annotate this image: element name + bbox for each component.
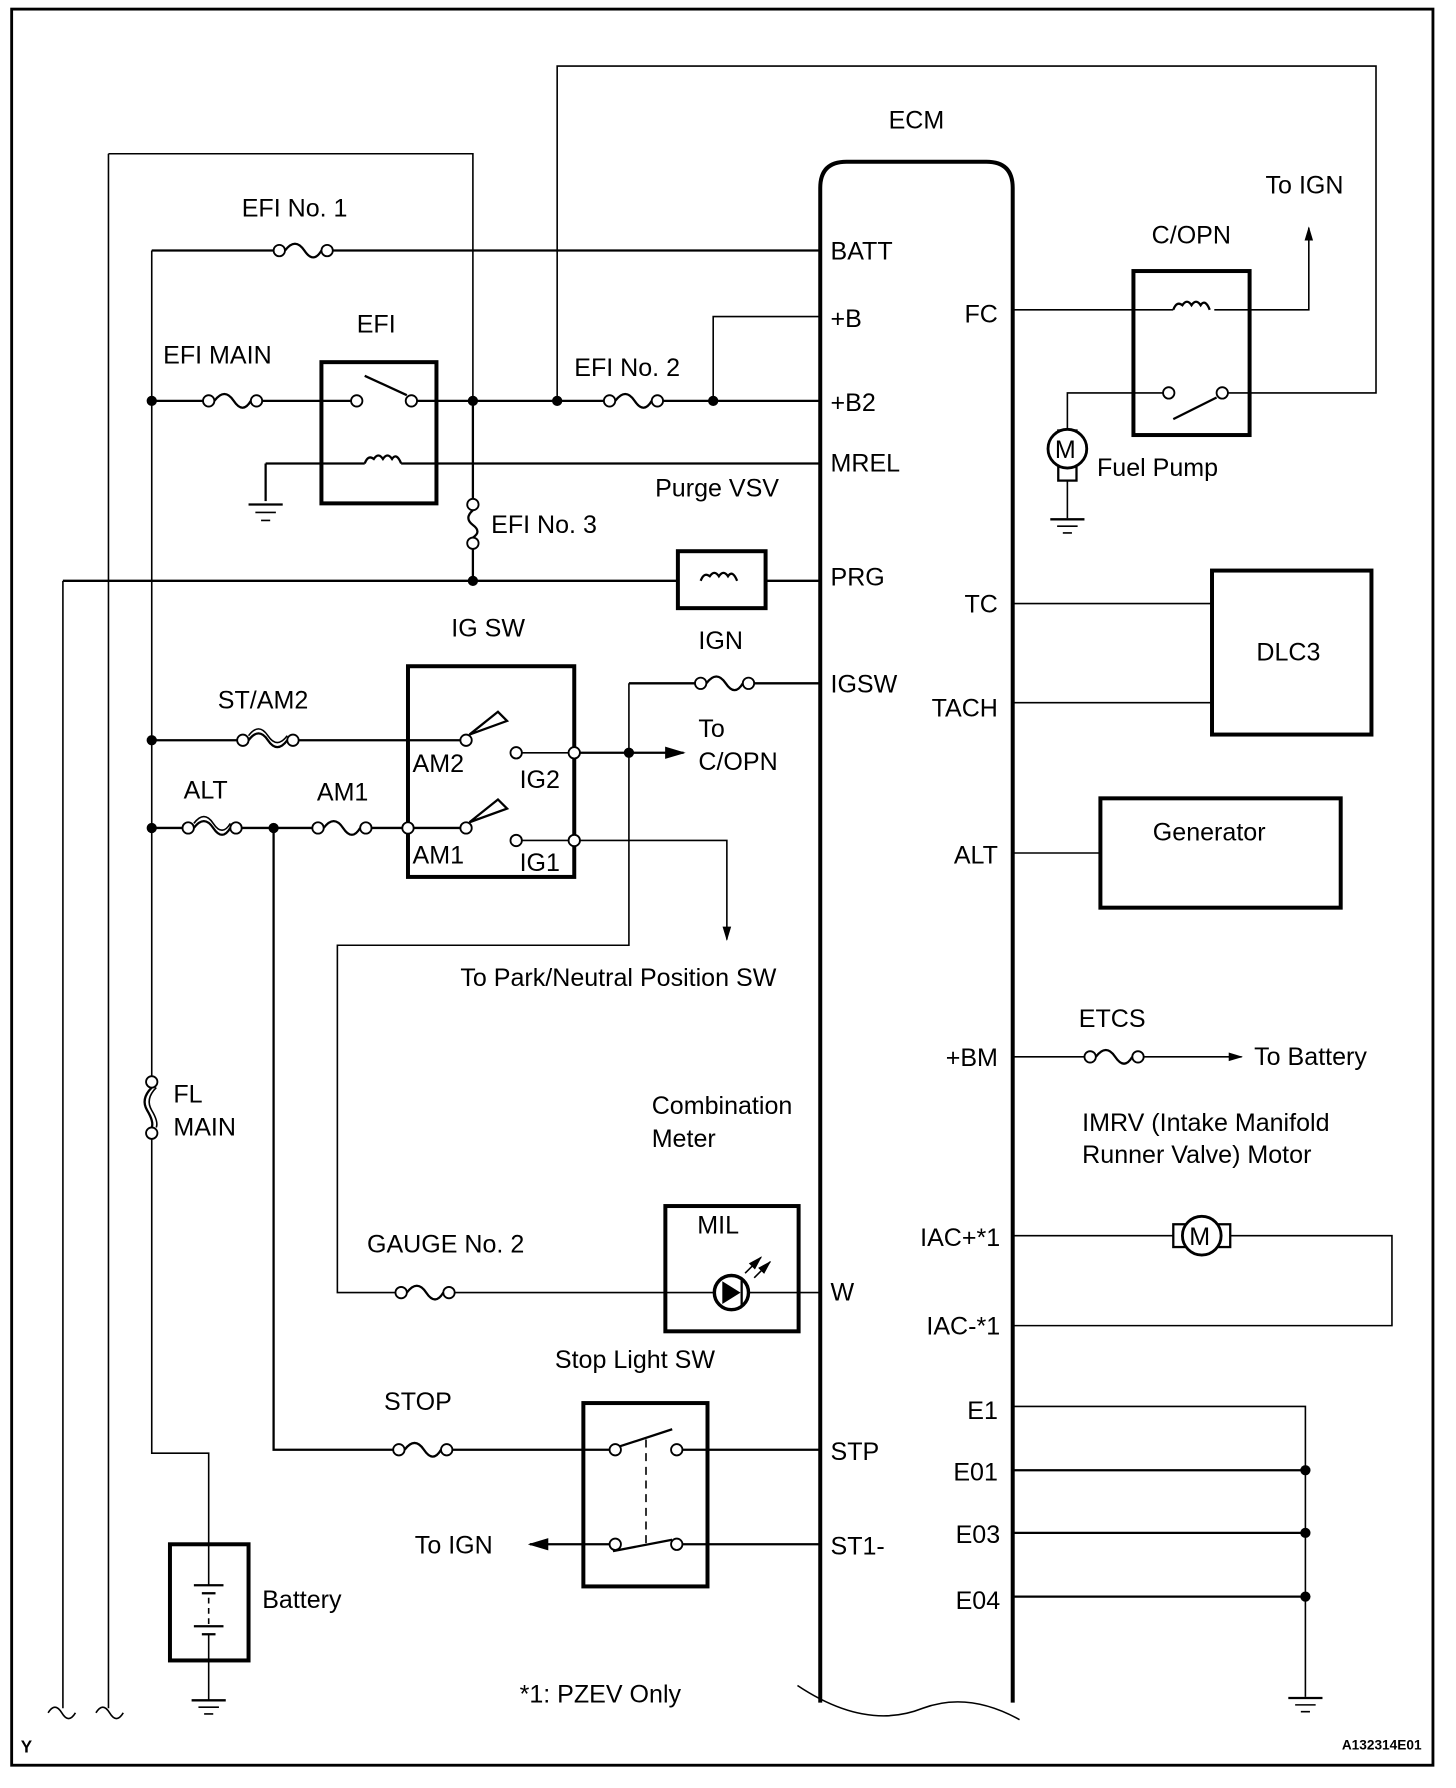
ig-switch-label: IG SW <box>451 615 525 643</box>
battery: Battery <box>167 1542 342 1715</box>
pin-mrel: MREL <box>830 449 900 477</box>
fuse-fl-main-label-2: MAIN <box>173 1113 236 1141</box>
pin-prg: PRG <box>830 563 884 591</box>
fuel-pump-motor-glyph: M <box>1055 436 1076 464</box>
dest-to-battery: To Battery <box>1254 1043 1367 1071</box>
fuse-efi-no1: EFI No. 1 <box>242 194 348 259</box>
fuse-am1: AM1 <box>311 779 373 836</box>
fuse-efi-no3: EFI No. 3 <box>466 497 597 550</box>
fuse-etcs: ETCS <box>1079 1005 1146 1065</box>
dlc3: DLC3 <box>1012 568 1374 737</box>
dest-to-copn-2: C/OPN <box>698 748 777 776</box>
junction-dots <box>146 395 1311 1602</box>
pin-iac-minus: IAC-*1 <box>926 1313 1000 1341</box>
pin-stp: STP <box>830 1438 879 1466</box>
dlc3-label: DLC3 <box>1256 639 1320 667</box>
pin-w: W <box>830 1279 854 1307</box>
ecm-title: ECM <box>889 107 945 135</box>
dest-to-ign-bottom: To IGN <box>415 1531 493 1559</box>
fuse-st-am2: ST/AM2 <box>218 686 308 749</box>
dest-to-copn-1: To <box>698 715 724 743</box>
ecm-block: ECM <box>797 107 1020 1721</box>
fuse-am1-label: AM1 <box>317 779 369 807</box>
ig-term-ig1: IG1 <box>520 849 560 877</box>
pin-e01: E01 <box>953 1459 998 1487</box>
reference-code: A132314E01 <box>1342 1737 1422 1752</box>
stop-light-switch: Stop Light SW To IGN <box>415 1346 715 1589</box>
fuse-ign: IGN <box>694 627 756 692</box>
pin-fc: FC <box>965 300 998 328</box>
fuse-st-am2-label: ST/AM2 <box>218 686 308 714</box>
footnote: *1: PZEV Only <box>520 1681 682 1709</box>
fuse-efi-no2-label: EFI No. 2 <box>574 354 680 382</box>
pin-batt: BATT <box>830 238 892 266</box>
combination-meter-label-1: Combination <box>652 1092 793 1120</box>
imrv-label-2: Runner Valve) Motor <box>1082 1141 1311 1169</box>
pin-alt: ALT <box>954 841 998 869</box>
fuse-stop-label: STOP <box>384 1388 452 1416</box>
purge-vsv: Purge VSV <box>655 475 779 611</box>
pin-st1: ST1- <box>830 1533 884 1561</box>
dest-to-pn-sw: To Park/Neutral Position SW <box>460 964 776 992</box>
pin-tach: TACH <box>932 694 998 722</box>
ground-bus <box>1012 1405 1323 1713</box>
c-opn-label: C/OPN <box>1152 222 1231 250</box>
ig-term-am1: AM1 <box>413 841 465 869</box>
imrv-motor-glyph: M <box>1189 1223 1210 1251</box>
pin-e03: E03 <box>956 1521 1001 1549</box>
battery-label: Battery <box>262 1586 342 1614</box>
efi-relay: EFI <box>248 311 439 522</box>
fuse-fl-main-label-1: FL <box>173 1080 202 1108</box>
efi-relay-label: EFI <box>357 311 396 339</box>
fuse-fl-main: FL MAIN <box>143 1075 236 1141</box>
fuse-efi-no1-label: EFI No. 1 <box>242 194 348 222</box>
ig-switch: IG SW AM2 IG2 AM1 IG1 <box>401 615 581 879</box>
combination-meter-label-2: Meter <box>652 1125 716 1153</box>
fuel-pump-label: Fuel Pump <box>1097 454 1218 482</box>
pin-e1: E1 <box>967 1397 998 1425</box>
fuel-pump: M Fuel Pump <box>1046 427 1218 534</box>
c-opn-relay: C/OPN To IGN <box>1012 172 1344 438</box>
fuse-gauge-no2-label: GAUGE No. 2 <box>367 1231 524 1259</box>
mil-lamp: MIL <box>663 1204 801 1334</box>
fuse-ign-label: IGN <box>698 627 743 655</box>
pin-plus-bm: +BM <box>946 1044 998 1072</box>
pin-e04: E04 <box>956 1587 1001 1615</box>
imrv-label-1: IMRV (Intake Manifold <box>1082 1109 1329 1137</box>
fuse-efi-no2: EFI No. 2 <box>574 354 680 409</box>
fuse-stop: STOP <box>384 1388 454 1458</box>
ig-term-ig2: IG2 <box>520 766 560 794</box>
fuse-efi-main-label: EFI MAIN <box>163 341 272 369</box>
fuse-alt: ALT <box>181 776 243 836</box>
pin-iac-plus: IAC+*1 <box>920 1224 1000 1252</box>
supply-wires <box>47 65 1377 1720</box>
fuse-gauge-no2: GAUGE No. 2 <box>367 1231 524 1301</box>
fuse-etcs-label: ETCS <box>1079 1005 1146 1033</box>
diagram-frame <box>10 7 1435 1767</box>
purge-vsv-label: Purge VSV <box>655 475 779 503</box>
imrv-motor: IMRV (Intake Manifold Runner Valve) Moto… <box>1012 1109 1393 1327</box>
fuse-alt-label: ALT <box>184 776 228 804</box>
pin-plus-b: +B <box>830 305 861 333</box>
fuse-efi-main: EFI MAIN <box>163 341 272 409</box>
pin-igsw: IGSW <box>830 670 897 698</box>
generator-label: Generator <box>1153 818 1266 846</box>
mil-label: MIL <box>697 1211 739 1239</box>
dest-to-ign-top: To IGN <box>1266 172 1344 200</box>
ig-term-am2: AM2 <box>413 750 465 778</box>
pin-plus-b2: +B2 <box>830 389 875 417</box>
generator: Generator <box>1012 796 1343 910</box>
fuse-efi-no3-label: EFI No. 3 <box>491 511 597 539</box>
corner-mark: Y <box>21 1738 33 1757</box>
pin-tc: TC <box>965 591 998 619</box>
stop-light-sw-label: Stop Light SW <box>555 1346 715 1374</box>
